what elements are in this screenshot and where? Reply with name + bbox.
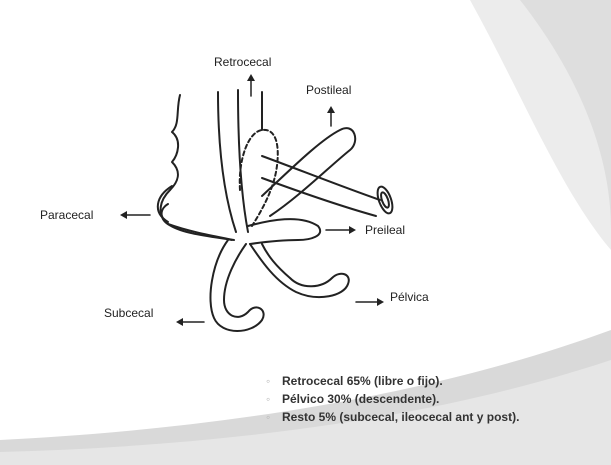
label-preileal: Preileal [365,223,405,237]
arrow-preileal [326,226,356,234]
label-paracecal: Paracecal [40,208,93,222]
arrow-subcecal [176,318,204,326]
label-retrocecal: Retrocecal [214,55,271,69]
bullet-icon: ◦ [266,408,270,426]
bullet-icon: ◦ [266,372,270,390]
label-subcecal: Subcecal [104,306,153,320]
cecum-colon [161,90,262,240]
arrow-postileal [327,106,335,126]
preileal-appendix [248,219,320,244]
list-item-text: Retrocecal 65% (libre o fijo). [282,374,443,388]
list-item: ◦ Retrocecal 65% (libre o fijo). [264,372,519,390]
label-pelvica: Pélvica [390,290,429,304]
arrow-pelvica [356,298,384,306]
label-postileal: Postileal [306,83,351,97]
list-item-text: Pélvico 30% (descendente). [282,392,439,406]
arrow-paracecal [120,211,150,219]
bullet-icon: ◦ [266,390,270,408]
list-item-text: Resto 5% (subcecal, ileocecal ant y post… [282,410,519,424]
position-percentages-list: ◦ Retrocecal 65% (libre o fijo). ◦ Pélvi… [264,372,519,426]
pelvic-appendix [250,244,349,297]
arrow-retrocecal [247,74,255,96]
list-item: ◦ Pélvico 30% (descendente). [264,390,519,408]
list-item: ◦ Resto 5% (subcecal, ileocecal ant y po… [264,408,519,426]
